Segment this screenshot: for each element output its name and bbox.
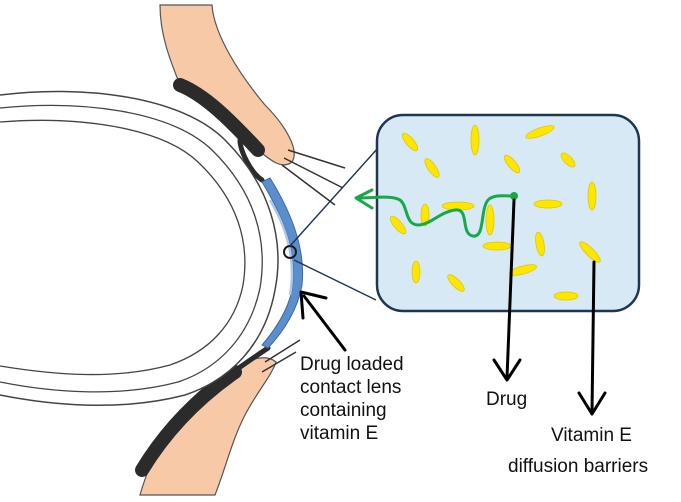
vitamin-e-particle [483,242,511,250]
vitamin-e-particle [471,125,479,155]
contact-lens-label-line-3: containing [300,399,404,422]
lens-pointer-line [304,296,345,350]
drug-label: Drug [486,388,527,411]
vitamin-e-particle [554,292,578,300]
vitamin-e-particle [486,205,494,235]
contact-lens-label-line-2: contact lens [300,376,404,399]
vitamin-e-particle [534,200,562,208]
vitamin-e-label-line-2: diffusion barriers [508,455,648,478]
vitamin-e-label-line-1: Vitamin E [551,424,632,447]
vitamin-pointer-line [592,262,594,412]
vitamin-e-particle [412,261,420,283]
eyeball [0,91,278,405]
vitamin-e-particle [588,182,596,210]
contact-lens-label-line-1: Drug loaded [300,353,404,376]
contact-lens-label: Drug loaded contact lens containing vita… [300,353,404,445]
contact-lens-label-line-4: vitamin E [300,422,404,445]
